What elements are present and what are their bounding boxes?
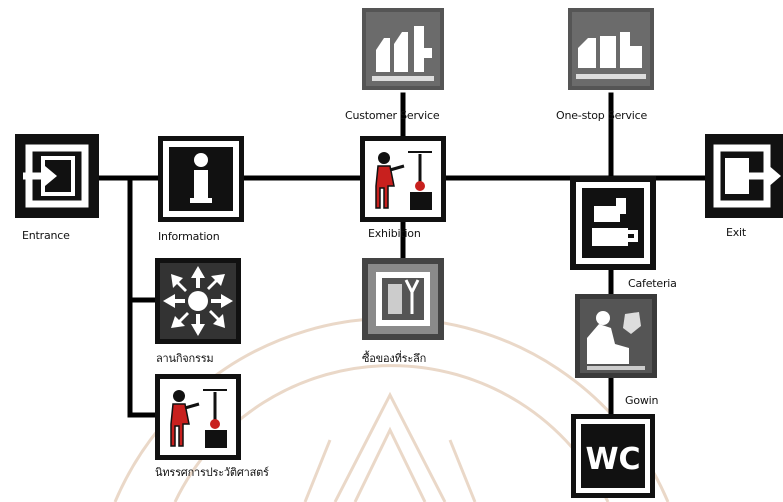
customer-service-label: Customer Service — [345, 109, 440, 122]
gowin-icon — [575, 294, 657, 378]
one-stop-service-label: One-stop Service — [556, 109, 648, 122]
souvenir-shop-label: ซื้อของที่ระลึก — [362, 352, 427, 365]
gowin-label: Gowin — [625, 394, 659, 407]
history-exhibition-label: นิทรรศการประวัติศาสตร์ — [155, 466, 269, 479]
customer-service-icon — [362, 8, 444, 90]
wc-icon: WC — [571, 414, 655, 498]
history-exhibition-icon — [155, 374, 241, 460]
cafeteria-icon — [570, 176, 656, 270]
exhibition-icon — [360, 136, 446, 222]
entrance-label: Entrance — [22, 229, 70, 242]
exhibition-label: Exhibition — [368, 227, 421, 240]
activity-yard-label: ลานกิจกรรม — [156, 352, 214, 365]
one-stop-service-icon — [568, 8, 654, 90]
cafeteria-label: Cafeteria — [628, 277, 677, 290]
activity-yard-icon — [155, 258, 241, 344]
exit-label: Exit — [726, 226, 747, 239]
wc-sign-text: WC — [585, 442, 640, 477]
souvenir-shop-icon — [362, 258, 444, 340]
information-label: Information — [158, 230, 220, 243]
exit-icon — [705, 134, 783, 218]
entrance-icon — [15, 134, 99, 218]
information-icon — [158, 136, 244, 222]
